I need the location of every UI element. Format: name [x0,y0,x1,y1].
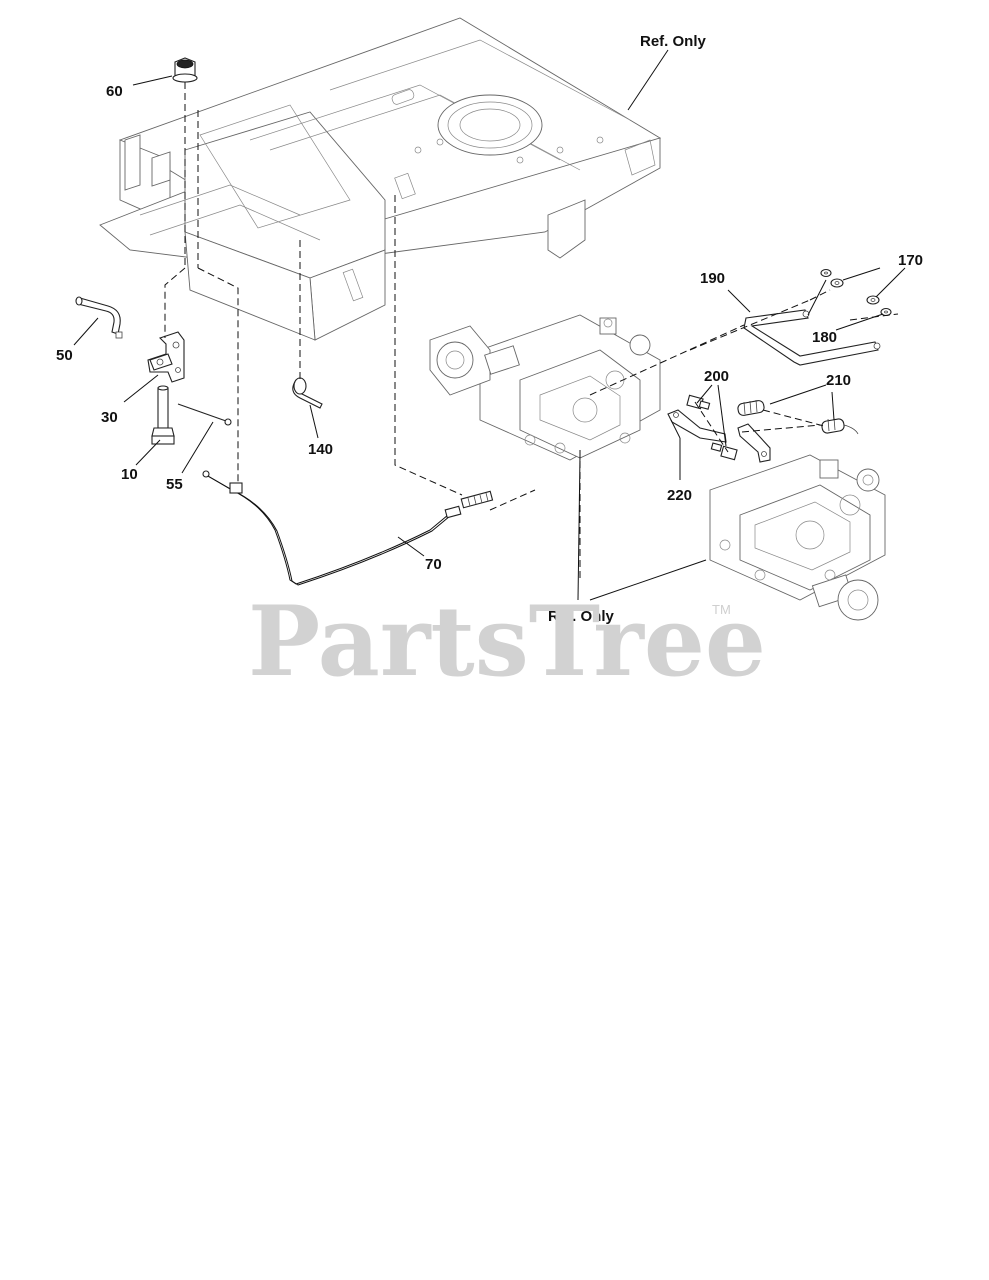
part-70-brake-cable[interactable] [202,470,494,586]
part-180-washer[interactable] [820,268,892,317]
part-60-nut[interactable] [172,57,198,83]
part-170-clip[interactable] [830,278,880,305]
transaxle-left-reference-part [429,314,661,461]
label-30: 30 [101,409,118,426]
label-50: 50 [56,347,73,364]
part-70-spring-end [460,490,494,509]
partstree-watermark: PartsTree TM [248,585,766,698]
label-ref-only-transaxles: Ref. Only [548,608,615,625]
part-200-bolt[interactable] [686,394,738,461]
part-190-link-rod[interactable] [743,309,881,366]
watermark-text: PartsTree [248,585,766,698]
label-170: 170 [898,252,923,269]
label-200: 200 [704,368,729,385]
callout-labels: Ref. Only 60 50 30 10 55 140 70 190 170 … [56,33,923,625]
label-60: 60 [106,83,123,100]
label-220: 220 [667,487,692,504]
part-50-pivot-pin[interactable] [75,296,123,339]
transaxle-right-reference-part [709,454,886,621]
watermark-trademark: TM [712,602,731,617]
label-55: 55 [166,476,183,493]
part-220-bracket[interactable] [667,409,771,463]
label-140: 140 [308,441,333,458]
assembly-lines [164,82,899,580]
leader-lines [73,49,906,601]
label-190: 190 [700,270,725,287]
label-210: 210 [826,372,851,389]
frame-reference-part [99,17,662,341]
label-180: 180 [812,329,837,346]
label-10: 10 [121,466,138,483]
label-70: 70 [425,556,442,573]
part-140-cable-tie[interactable] [292,377,323,409]
part-30-bracket[interactable] [147,331,185,383]
label-ref-only-frame: Ref. Only [640,33,707,50]
part-10-shoulder-bolt[interactable] [151,385,175,445]
part-210-spring[interactable] [737,399,859,435]
part-55-rod[interactable] [177,403,232,426]
